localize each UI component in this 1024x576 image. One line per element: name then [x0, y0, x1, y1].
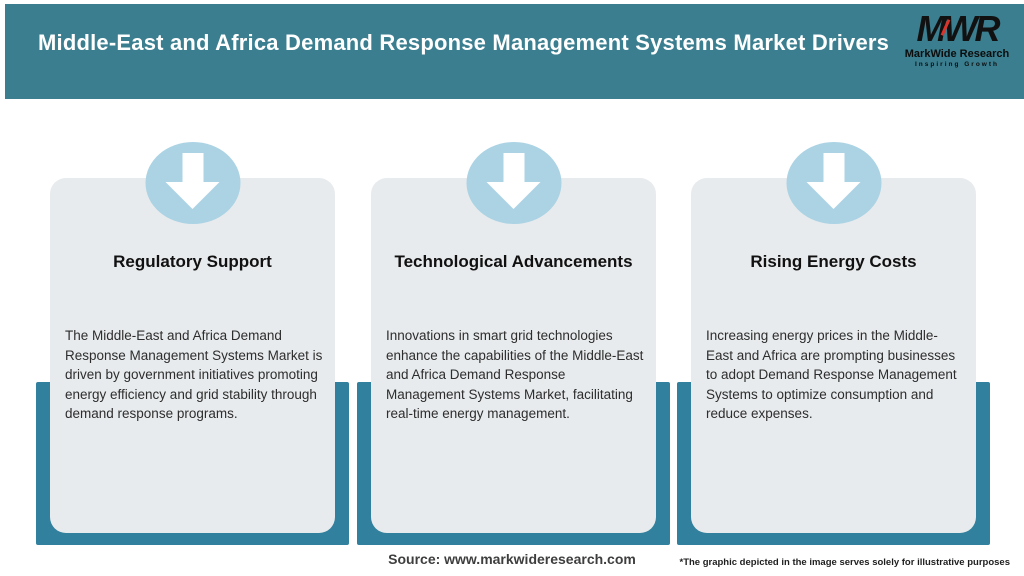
brand-logo-tagline: Inspiring Growth — [915, 61, 999, 68]
disclaimer-text: *The graphic depicted in the image serve… — [679, 557, 1011, 568]
card-title: Regulatory Support — [113, 252, 272, 271]
driver-card-technological-advancements: Technological Advancements Innovations i… — [357, 142, 670, 545]
card-description: The Middle-East and Africa Demand Respon… — [65, 328, 323, 422]
page-title: Middle-East and Africa Demand Response M… — [38, 30, 890, 55]
arrow-down-icon — [786, 142, 881, 224]
card-title: Technological Advancements — [394, 252, 633, 271]
source-text: Source: www.markwideresearch.com — [388, 551, 636, 567]
card-description: Innovations in smart grid technologies e… — [386, 328, 644, 422]
driver-card-regulatory-support: Regulatory Support The Middle-East and A… — [36, 142, 349, 545]
card-panel: Technological Advancements Innovations i… — [371, 178, 656, 533]
card-panel: Regulatory Support The Middle-East and A… — [50, 178, 335, 533]
brand-logo-name: MarkWide Research — [904, 48, 1010, 60]
card-panel: Rising Energy Costs Increasing energy pr… — [691, 178, 976, 533]
arrow-down-icon — [466, 142, 561, 224]
brand-logo-acronym: MWR — [916, 8, 1001, 49]
driver-card-rising-energy-costs: Rising Energy Costs Increasing energy pr… — [677, 142, 990, 545]
arrow-down-icon — [145, 142, 240, 224]
header-band: Middle-East and Africa Demand Response M… — [5, 4, 1024, 99]
card-description: Increasing energy prices in the Middle-E… — [706, 328, 957, 422]
brand-logo: MWR MarkWide Research Inspiring Growth — [902, 10, 1012, 69]
card-title: Rising Energy Costs — [750, 252, 917, 271]
